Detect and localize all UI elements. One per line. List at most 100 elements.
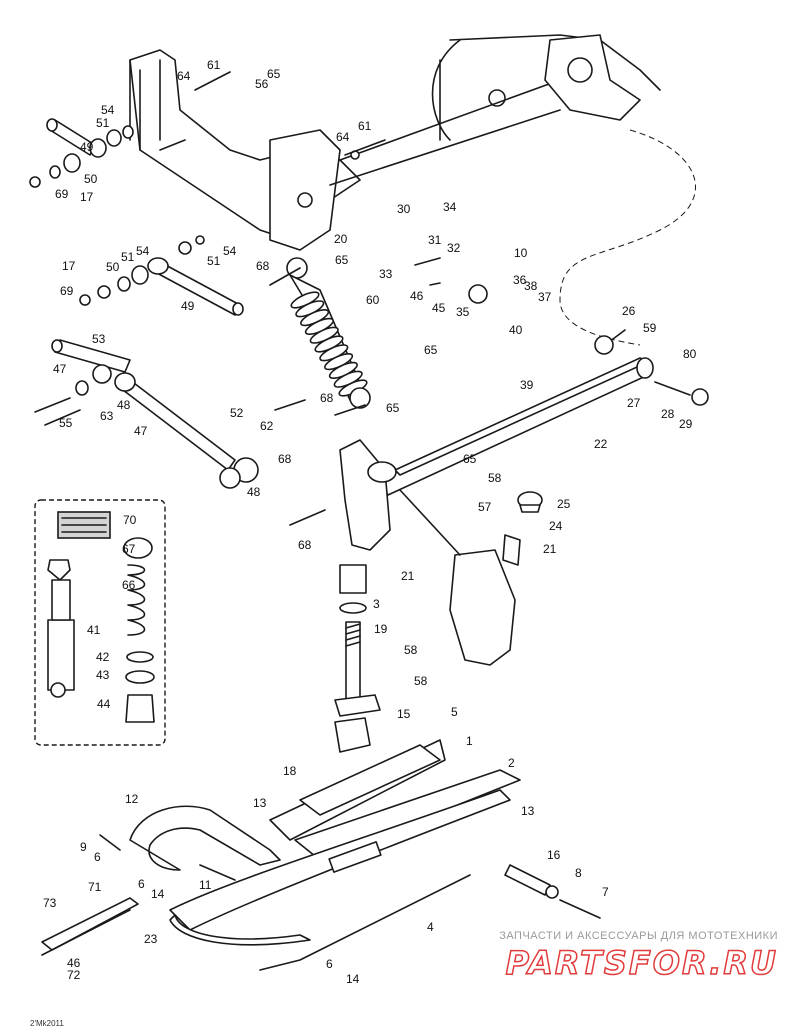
part-callout-7: 7 [602,885,609,899]
part-callout-65: 65 [267,67,281,81]
part-callout-30: 30 [397,202,411,216]
part-callout-66: 66 [122,578,136,592]
part-callout-33: 33 [379,267,393,281]
part-callout-40: 40 [509,323,523,337]
part-callout-67: 67 [122,542,136,556]
part-callout-68: 68 [298,538,312,552]
part-callout-27: 27 [627,396,641,410]
part-callout-59: 59 [643,321,657,335]
part-callout-35: 35 [456,305,470,319]
watermark-logo: PARTSFOR.RU [505,943,778,983]
spindle [334,564,381,753]
part-callout-22: 22 [594,437,608,451]
part-callout-65: 65 [335,253,349,267]
part-callout-54: 54 [136,244,150,258]
ski-assembly [129,739,601,971]
part-callout-64: 64 [177,69,191,83]
steering-knuckle [339,439,516,666]
part-callout-17: 17 [80,190,94,204]
fasteners [99,71,691,881]
bushings [29,125,360,306]
part-callout-8: 8 [575,866,582,880]
part-callout-3: 3 [373,597,380,611]
part-callout-9: 9 [80,840,87,854]
part-callout-72: 72 [67,968,81,982]
part-callout-60: 60 [366,293,380,307]
part-callout-58: 58 [488,471,502,485]
part-callout-19: 19 [374,622,388,636]
part-callout-12: 12 [125,792,139,806]
part-callout-61: 61 [207,58,221,72]
part-callout-44: 44 [97,697,111,711]
inset-panel [34,499,166,746]
part-callout-68: 68 [256,259,270,273]
part-callout-42: 42 [96,650,110,664]
part-callout-68: 68 [320,391,334,405]
part-callout-25: 25 [557,497,571,511]
part-callout-65: 65 [424,343,438,357]
part-callout-14: 14 [151,887,165,901]
part-callout-6: 6 [326,957,333,971]
part-callout-64: 64 [336,130,350,144]
part-callout-50: 50 [106,260,120,274]
upper-arm [46,118,244,316]
part-callout-54: 54 [101,103,115,117]
part-callout-31: 31 [428,233,442,247]
part-callout-54: 54 [223,244,237,258]
figure-code: 2'Mk2011 [30,1019,64,1028]
part-callout-10: 10 [514,246,528,260]
part-callout-58: 58 [414,674,428,688]
part-callout-71: 71 [88,880,102,894]
part-callout-61: 61 [358,119,372,133]
part-callout-48: 48 [117,398,131,412]
part-callout-73: 73 [43,896,57,910]
part-callout-49: 49 [181,299,195,313]
part-callout-49: 49 [80,140,94,154]
shock-absorber [286,257,371,409]
part-callout-65: 65 [386,401,400,415]
part-callout-47: 47 [134,424,148,438]
part-callout-13: 13 [253,796,267,810]
part-callout-37: 37 [538,290,552,304]
part-callout-51: 51 [96,116,110,130]
part-callout-57: 57 [478,500,492,514]
part-callout-46: 46 [67,956,81,970]
part-callout-14: 14 [346,972,360,986]
watermark-caption: ЗАПЧАСТИ И АКСЕССУАРЫ ДЛЯ МОТОТЕХНИКИ [499,930,778,942]
part-callout-21: 21 [543,542,557,556]
part-callout-51: 51 [207,254,221,268]
part-callout-56: 56 [255,77,269,91]
part-callout-55: 55 [59,416,73,430]
part-callout-68: 68 [278,452,292,466]
part-callout-62: 62 [260,419,274,433]
part-callout-13: 13 [521,804,535,818]
watermark: ЗАПЧАСТИ И АКСЕССУАРЫ ДЛЯ МОТОТЕХНИКИ PA… [478,930,778,983]
part-callout-15: 15 [397,707,411,721]
part-callout-70: 70 [123,513,137,527]
part-callout-2: 2 [508,756,515,770]
part-callout-41: 41 [87,623,101,637]
part-callout-50: 50 [84,172,98,186]
part-callout-58: 58 [404,643,418,657]
part-callout-23: 23 [144,932,158,946]
part-callout-21: 21 [401,569,415,583]
part-callout-17: 17 [62,259,76,273]
part-callout-63: 63 [100,409,114,423]
part-callout-53: 53 [92,332,106,346]
part-callout-47: 47 [53,362,67,376]
part-callout-4: 4 [427,920,434,934]
part-callout-32: 32 [447,241,461,255]
part-callout-1: 1 [466,734,473,748]
part-callout-52: 52 [230,406,244,420]
part-callout-51: 51 [121,250,135,264]
part-callout-65: 65 [463,452,477,466]
part-callout-28: 28 [661,407,675,421]
part-callout-80: 80 [683,347,697,361]
runner-inset [41,897,139,956]
part-callout-18: 18 [283,764,297,778]
part-callout-29: 29 [679,417,693,431]
part-callout-20: 20 [334,232,348,246]
part-callout-24: 24 [549,519,563,533]
